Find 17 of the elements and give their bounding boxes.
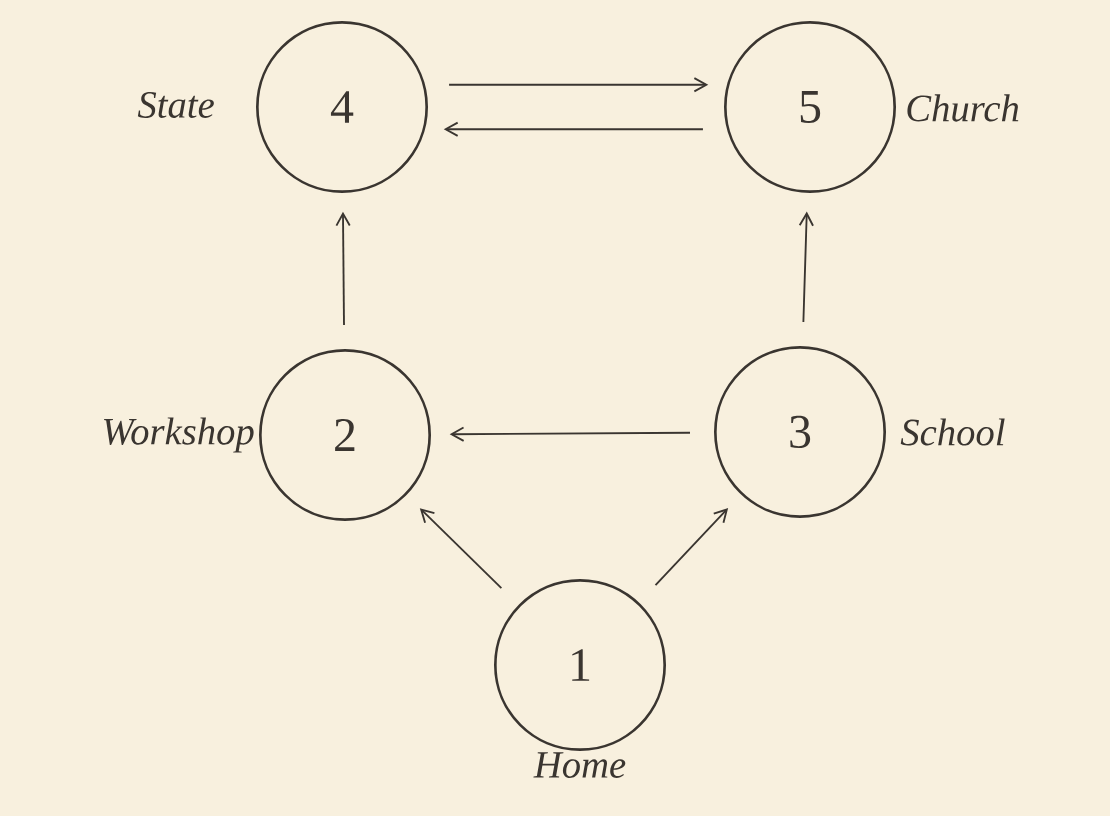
circle-node: 3 — [714, 346, 886, 518]
arrow — [449, 426, 691, 442]
circle-node: 2 — [259, 349, 431, 521]
arrow — [419, 508, 503, 589]
node-label: State — [137, 92, 214, 118]
node-label: School — [900, 418, 1005, 446]
arrow — [448, 77, 709, 93]
circle-node: 1 — [494, 579, 666, 751]
arrow — [335, 211, 351, 326]
node-label: Home — [533, 752, 626, 778]
arrow — [654, 508, 729, 586]
arrow — [443, 121, 704, 137]
node-label: Workshop — [104, 417, 254, 453]
node-label: Church — [907, 94, 1019, 122]
circle-node: 4 — [256, 21, 428, 193]
circle-node: 5 — [724, 21, 896, 193]
arrow — [798, 211, 814, 323]
